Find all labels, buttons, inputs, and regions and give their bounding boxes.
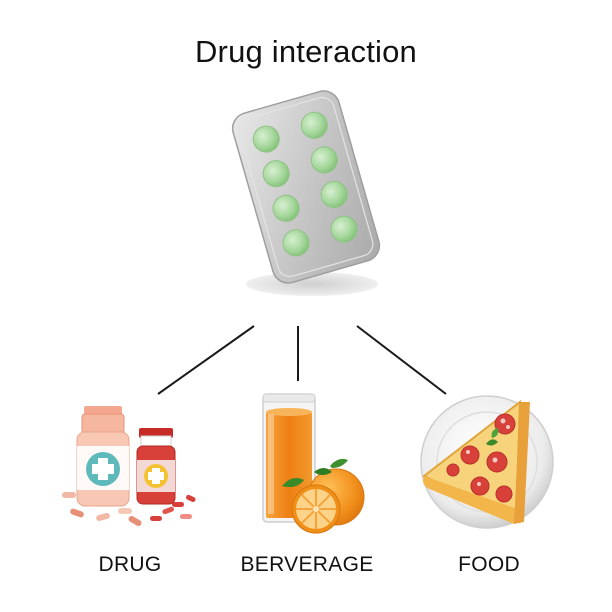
orange-juice-icon [262, 393, 365, 534]
pill-blister-pack-icon [231, 90, 381, 296]
branch-label-drug: DRUG [98, 553, 162, 576]
diagram-title: Drug interaction [194, 34, 418, 69]
medicine-bottles-icon [62, 406, 196, 526]
connector-lines [157, 325, 447, 395]
branch-label-beverage: BERVERAGE [240, 553, 374, 576]
branch-label-food: FOOD [458, 553, 520, 576]
pepperoni [446, 413, 516, 503]
pizza-slice-icon [420, 395, 554, 529]
pill-icon [252, 111, 358, 257]
connector-drug [157, 325, 255, 395]
connector-food [356, 325, 447, 395]
